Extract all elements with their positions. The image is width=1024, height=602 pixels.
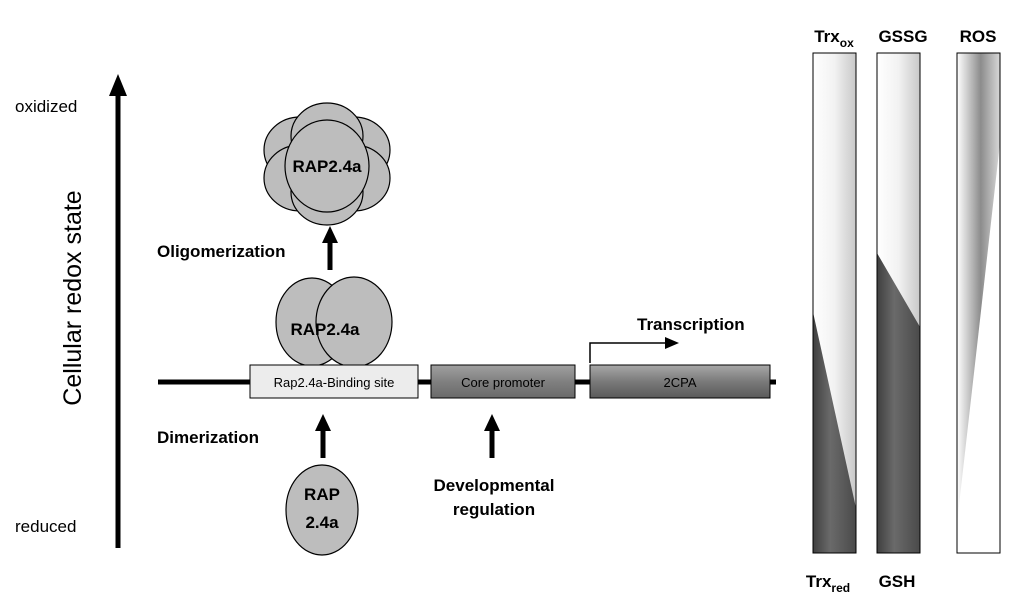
oligomer-label: RAP2.4a bbox=[293, 157, 363, 176]
monomer-label-line1: RAP bbox=[304, 485, 340, 504]
gene-box bbox=[589, 364, 771, 399]
axis-label: Cellular redox state bbox=[59, 190, 87, 405]
rap24a-dimer bbox=[275, 276, 393, 368]
redox-axis bbox=[109, 74, 127, 548]
oxidized-label: oxidized bbox=[15, 97, 77, 116]
ros-fill bbox=[957, 53, 1000, 523]
binding-site-box bbox=[249, 364, 419, 399]
core-promoter-label: Core promoter bbox=[461, 375, 545, 390]
oligomerization-label: Oligomerization bbox=[157, 242, 285, 261]
trx-red-label: Trxred bbox=[806, 572, 850, 595]
axis-arrowhead bbox=[109, 74, 127, 96]
reduced-label: reduced bbox=[15, 517, 76, 536]
ros-label: ROS bbox=[960, 27, 997, 46]
glutathione-bar bbox=[876, 52, 921, 554]
transcription-label: Transcription bbox=[637, 315, 745, 334]
trx-ox-label: Trxox bbox=[814, 27, 854, 50]
gsh-fill bbox=[877, 253, 920, 553]
binding-site-label: Rap2.4a-Binding site bbox=[274, 375, 395, 390]
trx-reduced-fill bbox=[813, 312, 856, 553]
transcription-arrow bbox=[589, 337, 679, 363]
oligomerization-arrow bbox=[322, 226, 338, 270]
developmental-label-line1: Developmental bbox=[434, 476, 555, 495]
rap24a-oligomer bbox=[263, 102, 391, 226]
dimerization-label: Dimerization bbox=[157, 428, 259, 447]
gsh-label: GSH bbox=[879, 572, 916, 591]
ros-bar bbox=[956, 52, 1001, 554]
developmental-arrow bbox=[484, 414, 500, 458]
gssg-label: GSSG bbox=[878, 27, 927, 46]
trx-bar bbox=[812, 52, 857, 554]
dimer-label: RAP2.4a bbox=[291, 320, 361, 339]
dimerization-arrow bbox=[315, 414, 331, 458]
gene-label: 2CPA bbox=[664, 375, 697, 390]
monomer-label-line2: 2.4a bbox=[305, 513, 339, 532]
rap24a-monomer bbox=[285, 464, 359, 556]
core-promoter-box bbox=[430, 364, 576, 399]
developmental-label-line2: regulation bbox=[453, 500, 535, 519]
